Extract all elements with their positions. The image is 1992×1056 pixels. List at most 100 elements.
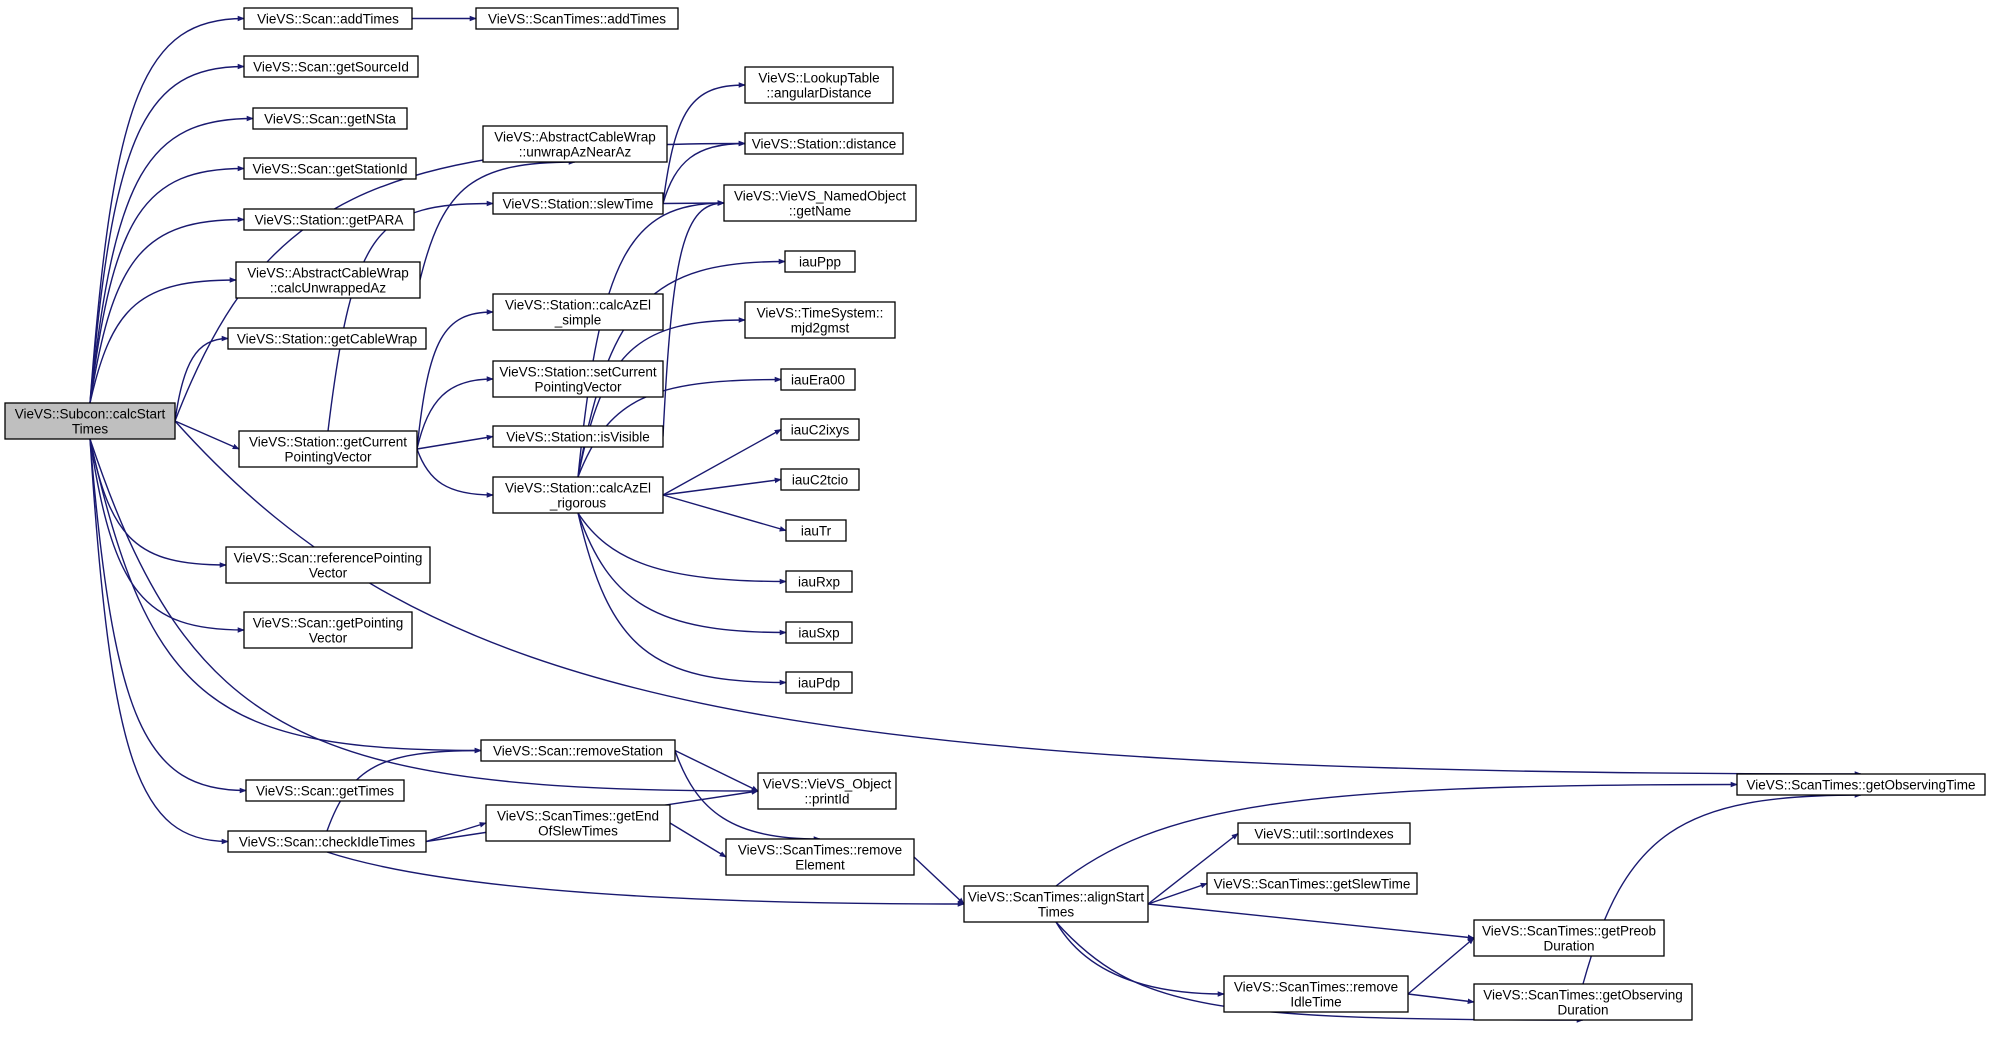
node-label: VieVS::ScanTimes::getPreob xyxy=(1482,924,1656,939)
node-label: Duration xyxy=(1557,1003,1608,1018)
node-getName[interactable]: VieVS::VieVS_NamedObject::getName xyxy=(723,184,917,222)
node-checkIdleTimes[interactable]: VieVS::Scan::checkIdleTimes xyxy=(227,830,427,853)
node-label: ::calcUnwrappedAz xyxy=(270,281,387,296)
node-label: VieVS::ScanTimes::remove xyxy=(1234,980,1398,995)
node-getSlewTime[interactable]: VieVS::ScanTimes::getSlewTime xyxy=(1206,872,1418,895)
edge-calcAzElRigorous-to-iauEra00 xyxy=(577,376,782,478)
node-label: iauPpp xyxy=(799,255,841,270)
edge-calcStartTimes-to-getCurrentPointingVector xyxy=(174,420,240,450)
node-label: VieVS::AbstractCableWrap xyxy=(247,266,409,281)
edge-calcAzElRigorous-to-iauPdp xyxy=(577,512,787,686)
node-box xyxy=(245,779,405,802)
edge-calcStartTimes-to-calcUnwrappedAz xyxy=(89,277,237,404)
node-label: VieVS::util::sortIndexes xyxy=(1254,827,1394,842)
edge-alignStartTimes-to-getObservingTime xyxy=(1055,781,1738,887)
node-sortIndexes[interactable]: VieVS::util::sortIndexes xyxy=(1237,822,1411,845)
node-label: VieVS::Scan::referencePointing xyxy=(234,551,423,566)
edge-calcUnwrappedAz-to-unwrapAzNearAz xyxy=(419,159,576,281)
node-getTimes[interactable]: VieVS::Scan::getTimes xyxy=(245,779,405,802)
edge-alignStartTimes-to-removeIdleTime xyxy=(1055,921,1225,997)
node-label: iauTr xyxy=(801,524,832,539)
node-label: iauRxp xyxy=(798,575,840,590)
node-label: VieVS::ScanTimes::getSlewTime xyxy=(1214,877,1411,892)
node-box xyxy=(492,476,664,514)
node-getNSta[interactable]: VieVS::Scan::getNSta xyxy=(252,107,408,130)
nodes: VieVS::Subcon::calcStartTimesVieVS::Scan… xyxy=(4,7,1986,1021)
node-box xyxy=(475,7,679,30)
node-iauC2tcio[interactable]: iauC2tcio xyxy=(780,468,860,491)
node-label: VieVS::Subcon::calcStart xyxy=(15,407,166,422)
node-label: VieVS::Scan::getPointing xyxy=(253,616,404,631)
node-box xyxy=(963,885,1149,923)
node-label: Element xyxy=(795,858,845,873)
node-isVisible[interactable]: VieVS::Station::isVisible xyxy=(492,425,664,448)
node-iauTr[interactable]: iauTr xyxy=(785,519,847,542)
node-label: VieVS::Scan::checkIdleTimes xyxy=(239,835,416,850)
node-scanAddTimes[interactable]: VieVS::Scan::addTimes xyxy=(243,7,413,30)
edge-getCurrentPointingVector-to-setCurrentPointingVector xyxy=(416,376,494,450)
node-box xyxy=(757,772,897,810)
node-label: VieVS::VieVS_NamedObject xyxy=(734,189,906,204)
node-box xyxy=(1206,872,1418,895)
node-box xyxy=(744,66,894,104)
edge-calcAzElRigorous-to-iauSxp xyxy=(577,512,787,636)
node-box xyxy=(744,301,896,339)
node-iauSxp[interactable]: iauSxp xyxy=(785,621,853,644)
node-calcAzElSimple[interactable]: VieVS::Station::calcAzEl_simple xyxy=(492,293,664,331)
node-unwrapAzNearAz[interactable]: VieVS::AbstractCableWrap::unwrapAzNearAz xyxy=(482,125,668,163)
node-printId[interactable]: VieVS::VieVS_Object::printId xyxy=(757,772,897,810)
node-getPARA[interactable]: VieVS::Station::getPARA xyxy=(243,208,415,231)
edge-getCurrentPointingVector-to-isVisible xyxy=(416,434,494,450)
node-box xyxy=(780,468,860,491)
node-box xyxy=(785,519,847,542)
node-label: Times xyxy=(72,422,108,437)
node-removeStation[interactable]: VieVS::Scan::removeStation xyxy=(480,739,676,762)
node-box xyxy=(238,430,418,468)
node-label: VieVS::AbstractCableWrap xyxy=(494,130,656,145)
node-getStationId[interactable]: VieVS::Scan::getStationId xyxy=(243,157,417,180)
node-angularDistance[interactable]: VieVS::LookupTable::angularDistance xyxy=(744,66,894,104)
node-mjd2gmst[interactable]: VieVS::TimeSystem::mjd2gmst xyxy=(744,301,896,339)
edge-isVisible-to-getName xyxy=(662,200,725,437)
node-label: VieVS::Scan::getStationId xyxy=(252,162,407,177)
edge-slewTime-to-distance xyxy=(662,140,746,204)
node-box xyxy=(4,402,176,440)
node-slewTime[interactable]: VieVS::Station::slewTime xyxy=(492,192,664,215)
node-calcAzElRigorous[interactable]: VieVS::Station::calcAzEl_rigorous xyxy=(492,476,664,514)
node-label: VieVS::Station::getCurrent xyxy=(249,435,407,450)
node-distance[interactable]: VieVS::Station::distance xyxy=(744,132,904,155)
node-getObservingTime[interactable]: VieVS::ScanTimes::getObservingTime xyxy=(1736,773,1986,796)
node-label: VieVS::ScanTimes::alignStart xyxy=(968,890,1145,905)
node-label: ::printId xyxy=(804,792,849,807)
node-getCableWrap[interactable]: VieVS::Station::getCableWrap xyxy=(227,327,427,350)
node-iauRxp[interactable]: iauRxp xyxy=(785,570,853,593)
node-iauPpp[interactable]: iauPpp xyxy=(784,250,856,273)
node-scanTimesAddTimes[interactable]: VieVS::ScanTimes::addTimes xyxy=(475,7,679,30)
node-label: iauPdp xyxy=(798,676,840,691)
edge-calcStartTimes-to-removeStation xyxy=(89,438,482,754)
node-label: VieVS::Station::slewTime xyxy=(503,197,654,212)
node-iauPdp[interactable]: iauPdp xyxy=(785,671,853,694)
edge-calcStartTimes-to-getNSta xyxy=(89,115,254,404)
node-calcUnwrappedAz[interactable]: VieVS::AbstractCableWrap::calcUnwrappedA… xyxy=(235,261,421,299)
edge-calcAzElRigorous-to-iauRxp xyxy=(577,512,787,585)
node-label: VieVS::Station::setCurrent xyxy=(499,365,657,380)
node-iauEra00[interactable]: iauEra00 xyxy=(780,368,856,391)
node-box xyxy=(243,157,417,180)
node-label: VieVS::Station::getPARA xyxy=(255,213,404,228)
node-getSourceId[interactable]: VieVS::Scan::getSourceId xyxy=(243,55,419,78)
node-box xyxy=(780,368,856,391)
node-iauC2ixys[interactable]: iauC2ixys xyxy=(780,418,860,441)
node-box xyxy=(243,611,413,649)
